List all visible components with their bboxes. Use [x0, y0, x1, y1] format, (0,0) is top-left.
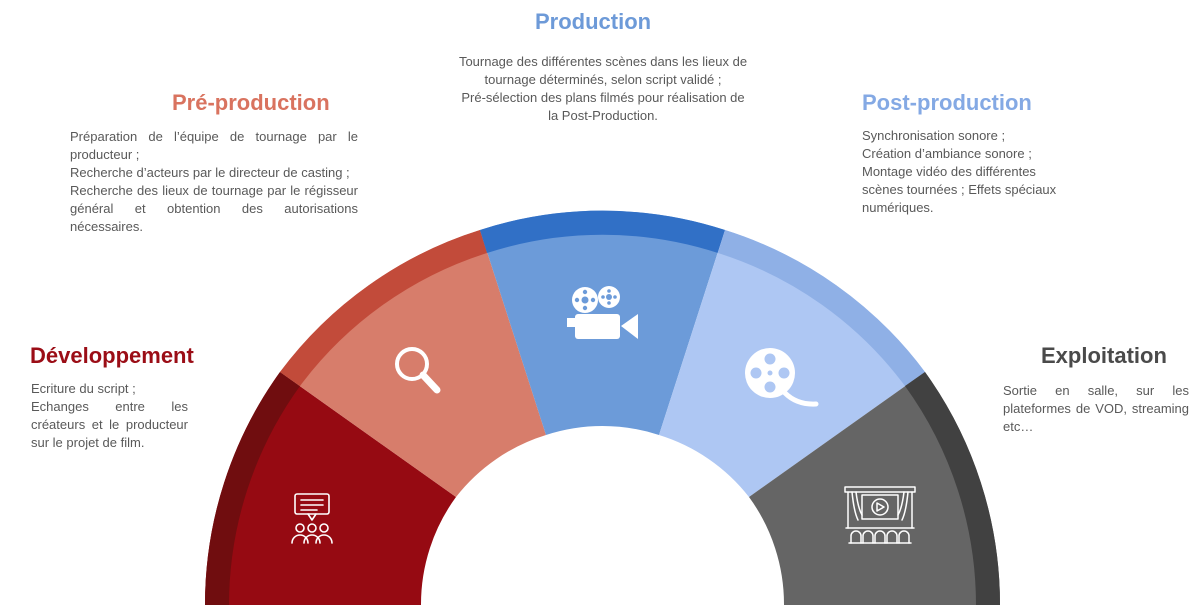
search-icon [395, 347, 441, 394]
desc-post-production-line-1: Synchronisation sonore ; [862, 128, 1006, 143]
title-developpement: Développement [30, 343, 194, 368]
desc-pre-production-line-2: Recherche d’acteurs par le directeur de … [70, 165, 350, 180]
desc-production-line-2: Pré-sélection des plans filmés pour réal… [461, 90, 745, 123]
cinema-theater-icon [844, 486, 916, 544]
desc-production-line-1: Tournage des différentes scènes dans les… [458, 54, 748, 87]
desc-developpement-line-1: Ecriture du script ; [31, 381, 136, 396]
desc-exploitation-line-1: Sortie en salle, sur les plateformes de … [1003, 383, 1189, 434]
desc-developpement: Ecriture du script ; Echanges entre les … [31, 380, 188, 452]
desc-pre-production-line-1: Préparation de l’équipe de tournage par … [70, 129, 358, 162]
title-post-production: Post-production [862, 90, 1032, 115]
meeting-icon [291, 493, 333, 544]
title-exploitation: Exploitation [1041, 343, 1167, 368]
desc-exploitation: Sortie en salle, sur les plateformes de … [1003, 382, 1189, 436]
desc-developpement-line-2: Echanges entre les créateurs et le produ… [31, 399, 188, 450]
film-reel-icon [745, 348, 819, 407]
desc-post-production: Synchronisation sonore ; Création d’ambi… [862, 127, 1162, 217]
title-production: Production [535, 9, 652, 34]
segment-developpement [204, 372, 456, 605]
desc-production: Tournage des différentes scènes dans les… [458, 53, 748, 125]
movie-camera-icon [567, 286, 638, 339]
desc-pre-production-line-3: Recherche des lieux de tournage par le r… [70, 183, 358, 234]
desc-pre-production: Préparation de l’équipe de tournage par … [70, 128, 358, 236]
desc-post-production-line-2: Création d’ambiance sonore ; [862, 146, 1032, 161]
title-pre-production: Pré-production [172, 90, 330, 115]
segment-pre-production [280, 230, 546, 497]
segment-exploitation [749, 372, 1001, 605]
desc-post-production-line-3: Montage vidéo des différentes scènes tou… [862, 164, 1057, 215]
